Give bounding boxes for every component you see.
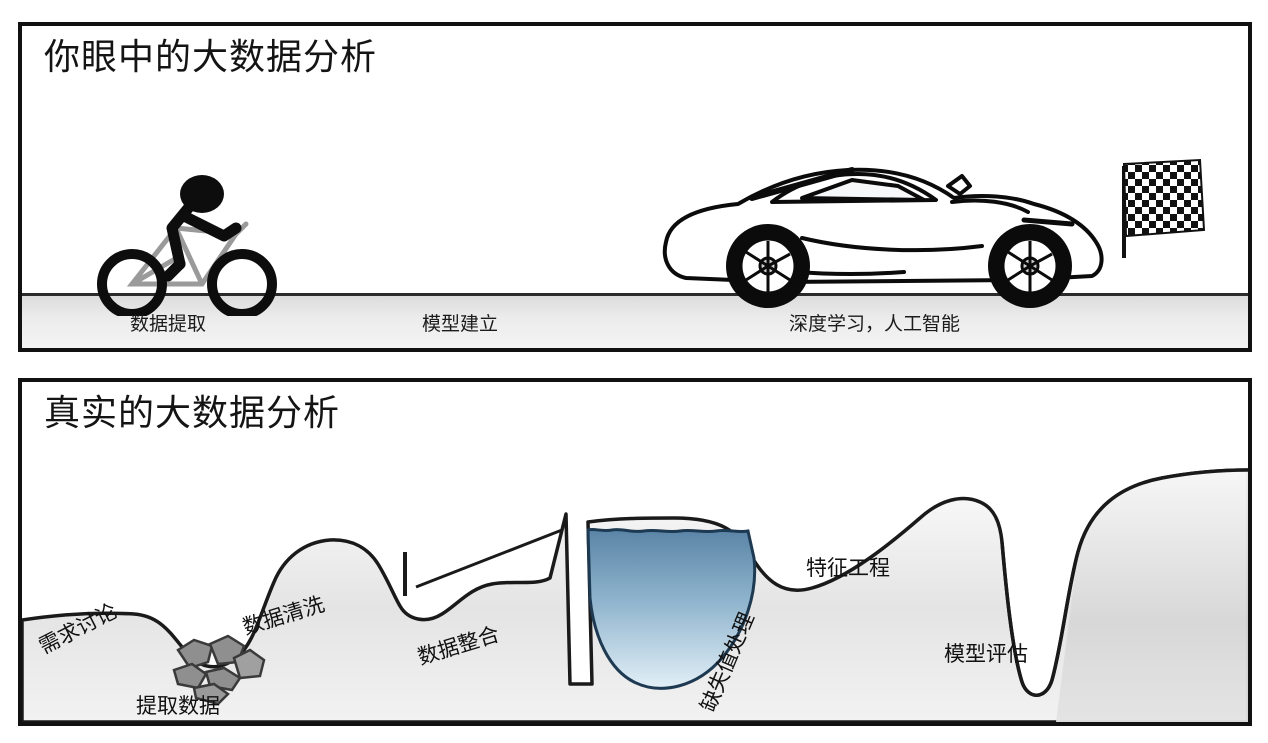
panel-expectation: 你眼中的大数据分析 [18, 22, 1252, 352]
stage-label-extract: 数据提取 [130, 314, 207, 335]
panel-reality-title: 真实的大数据分析 [44, 392, 341, 433]
checkered-flag-icon [1100, 158, 1215, 258]
stage-label-get-data: 提取数据 [136, 695, 220, 718]
sports-car-icon [652, 146, 1162, 316]
cyclist-icon [84, 156, 304, 319]
road-ground [22, 293, 1248, 348]
terrain-profile [22, 468, 1248, 722]
stage-label-model-evaluation: 模型评估 [944, 643, 1028, 666]
stage-label-model: 模型建立 [422, 314, 499, 335]
stage-label-deep-learning: 深度学习，人工智能 [789, 314, 961, 335]
stage-label-feature-engineering: 特征工程 [806, 557, 890, 580]
panel-expectation-title: 你眼中的大数据分析 [44, 36, 378, 77]
panel-reality: 真实的大数据分析 [18, 378, 1252, 726]
